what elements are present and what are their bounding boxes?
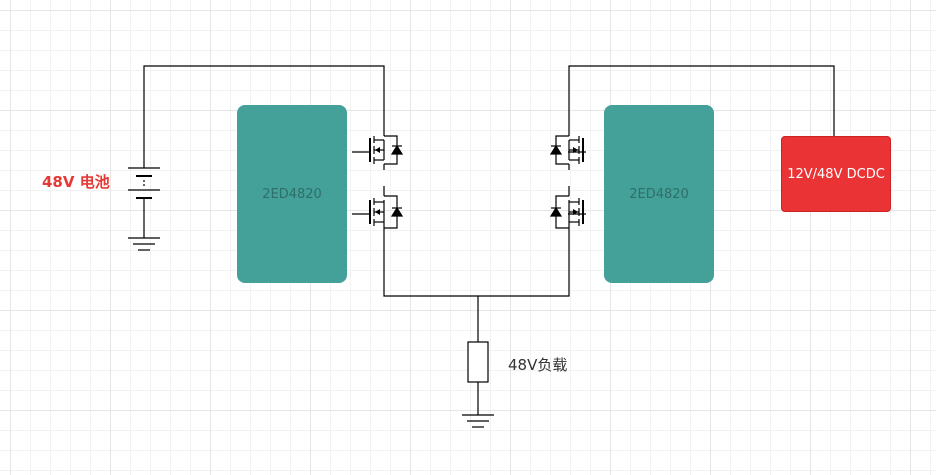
left-gate-driver: 2ED4820 bbox=[237, 105, 347, 283]
diode-icon bbox=[550, 207, 562, 217]
left-driver-label: 2ED4820 bbox=[262, 186, 322, 202]
load-label: 48V负载 bbox=[508, 356, 568, 374]
diode-icon bbox=[391, 145, 403, 155]
mosfet-icon bbox=[555, 128, 586, 170]
right-driver-label: 2ED4820 bbox=[629, 186, 689, 202]
wire-battery-top bbox=[143, 65, 385, 160]
ground-icon bbox=[128, 237, 160, 251]
diode-icon bbox=[391, 207, 403, 217]
resistor-icon bbox=[467, 341, 489, 383]
mosfet-icon bbox=[352, 186, 398, 232]
battery-label: 48V 电池 bbox=[42, 173, 110, 191]
mosfet-icon bbox=[555, 186, 586, 232]
battery-icon bbox=[128, 160, 160, 238]
dcdc-label: 12V/48V DCDC bbox=[787, 166, 885, 182]
ground-icon bbox=[462, 414, 494, 428]
right-gate-driver: 2ED4820 bbox=[604, 105, 714, 283]
dcdc-converter: 12V/48V DCDC bbox=[781, 136, 891, 212]
mosfet-icon bbox=[352, 128, 398, 170]
wire-left-bottom bbox=[383, 232, 570, 297]
wire-dcdc-top bbox=[568, 65, 835, 136]
diode-icon bbox=[550, 145, 562, 155]
